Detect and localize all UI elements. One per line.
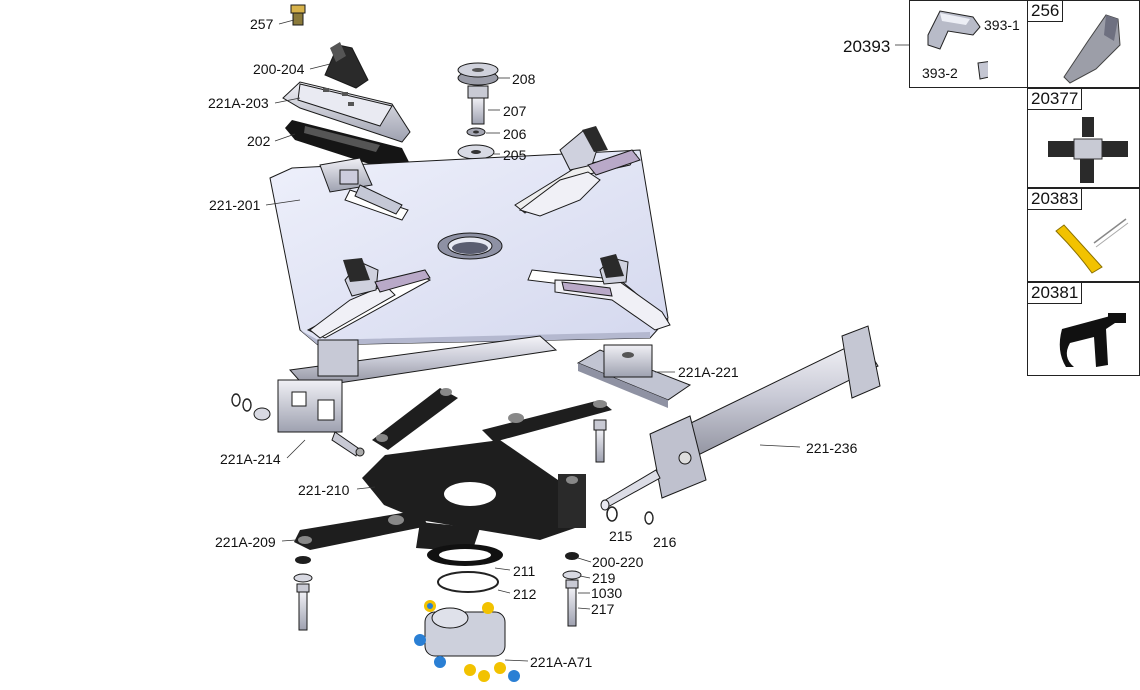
accessory-id-20383: 20383: [1028, 189, 1083, 210]
label-221A-221: 221A-221: [678, 364, 739, 380]
mount-head-icon: [1059, 313, 1126, 367]
washers-215-216: [606, 506, 654, 525]
label-212: 212: [513, 586, 537, 602]
label-216: 216: [653, 534, 677, 550]
rear-cylinder: [289, 335, 558, 389]
label-221A-A71: 221A-A71: [530, 654, 592, 670]
group-leader-line: [895, 44, 910, 46]
accessory-box-256[interactable]: 256: [1027, 0, 1140, 88]
part-221A-221-slide-block: [576, 344, 692, 408]
label-211: 211: [513, 563, 536, 579]
label-219: 219: [592, 570, 616, 586]
label-221A-203: 221A-203: [208, 95, 269, 111]
clamp-cover-icon: [927, 10, 988, 80]
part-221A-A71-rotary-valve: [414, 600, 520, 682]
label-207: 207: [503, 103, 527, 119]
label-221A-214: 221A-214: [220, 451, 281, 467]
label-215: 215: [609, 528, 633, 544]
label-206: 206: [503, 126, 527, 142]
label-217: 217: [591, 601, 615, 617]
leader-lines: [265, 19, 801, 662]
part-200-204-jaw-insert: [324, 42, 369, 89]
part-211-gasket: [427, 544, 503, 566]
label-202: 202: [247, 133, 271, 149]
part-212-o-ring: [437, 571, 499, 593]
sub-label-393-1: 393-1: [984, 17, 1020, 33]
accessory-box-20381[interactable]: 20381: [1027, 282, 1140, 376]
clamp-assembly-top-left: [319, 157, 403, 215]
label-200-220: 200-220: [592, 554, 644, 570]
part-205-washer: [457, 144, 495, 160]
part-257-fitting: [290, 4, 306, 26]
part-208-cap: [457, 62, 499, 86]
bolt-stack-upper-right: [593, 419, 607, 463]
clamp-set-icon: [1048, 117, 1128, 183]
clamp-assembly-bottom-right: [554, 254, 671, 331]
label-1030: 1030: [591, 585, 622, 601]
part-labels: 257 200-204 221A-203 202 221-201 208 207…: [208, 16, 858, 670]
part-206-lock-washer: [466, 127, 486, 137]
label-208: 208: [512, 71, 536, 87]
o-rings-left: [231, 393, 252, 412]
label-205: 205: [503, 147, 527, 163]
accessory-box-20377[interactable]: 20377: [1027, 88, 1140, 188]
jaw-protector-icon: [1063, 14, 1121, 84]
accessory-id-20381: 20381: [1028, 283, 1083, 304]
part-221A-214-bracket: [253, 379, 365, 457]
part-221-236-air-cylinder: [600, 325, 881, 511]
part-221A-203-clamp-jaw: [282, 81, 411, 143]
accessory-box-20393: 393-1 393-2: [909, 0, 1029, 88]
bead-lever-icon: [1055, 218, 1129, 274]
accessory-id-256: 256: [1028, 1, 1064, 22]
part-upper-link-arm: [372, 388, 612, 450]
label-221-210: 221-210: [298, 482, 350, 498]
label-221A-209: 221A-209: [215, 534, 276, 550]
bolt-stack-left: [293, 556, 313, 631]
label-200-204: 200-204: [253, 61, 305, 77]
bolt-stack-right: [562, 552, 582, 627]
clamp-assembly-bottom-left: [309, 258, 431, 339]
part-207-bolt: [467, 85, 489, 125]
part-202-slide-plate: [285, 120, 412, 174]
clamp-assembly-top-right: [518, 126, 641, 217]
accessory-box-20383[interactable]: 20383: [1027, 188, 1140, 282]
label-221-201: 221-201: [209, 197, 261, 213]
accessory-group-label: 20393: [843, 37, 891, 56]
label-221-236: 221-236: [806, 440, 858, 456]
label-257: 257: [250, 16, 274, 32]
sub-label-393-2: 393-2: [922, 65, 958, 81]
accessory-id-20377: 20377: [1028, 89, 1083, 110]
